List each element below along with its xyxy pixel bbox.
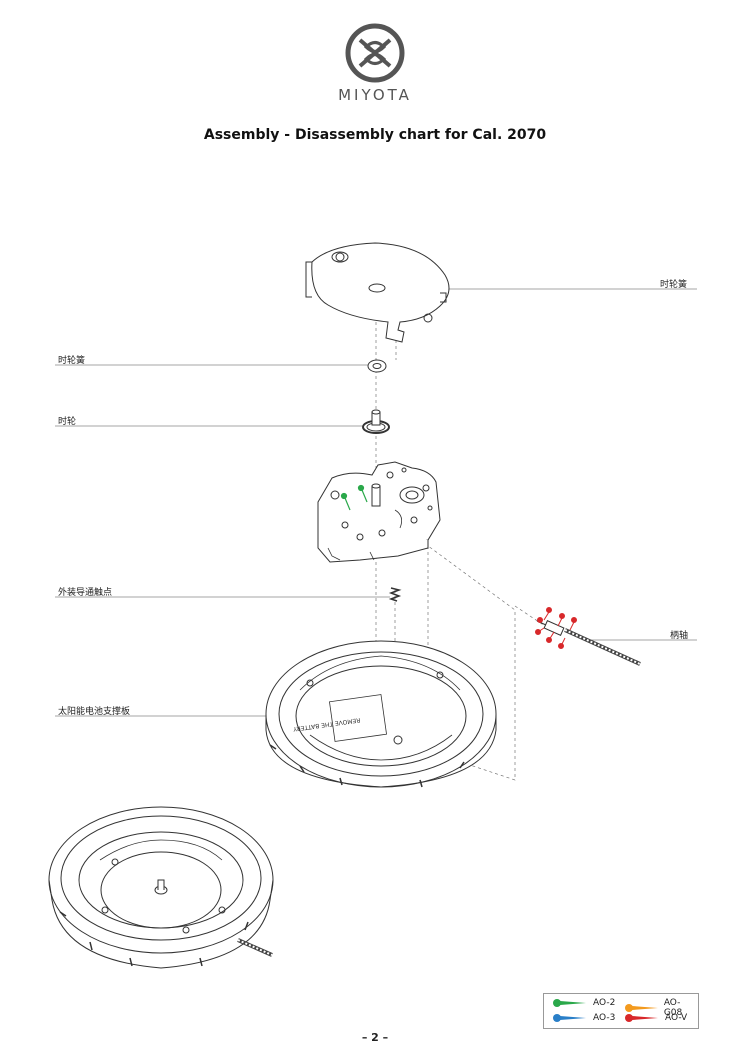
label-solar-support: 太阳能电池支撑板 — [58, 707, 131, 717]
assembled-view — [48, 806, 274, 969]
label-contact-spring: 外装导通触点 — [58, 588, 113, 598]
page-title: Assembly - Disassembly chart for Cal. 20… — [203, 127, 547, 143]
movement-module — [317, 461, 441, 563]
label-hour-wheel-spring-plate: 时轮簧 — [660, 280, 688, 290]
solar-cell-support-ring: REMOVE THE BATTERY — [265, 640, 497, 788]
hour-wheel-spring — [367, 359, 387, 373]
oil-drop-icon — [625, 1004, 658, 1012]
legend-item: AO-G08 — [624, 998, 698, 1018]
brand-name: MIYOTA — [338, 86, 412, 104]
miyota-logo — [345, 23, 405, 83]
oil-drop-icon — [553, 999, 586, 1007]
label-hour-wheel: 时轮 — [58, 417, 77, 427]
oil-drop-icon — [625, 1014, 658, 1022]
legend-item: AO-V — [624, 1013, 687, 1023]
oil-drop-icon — [553, 1014, 586, 1022]
hour-wheel-spring-plate — [305, 242, 450, 343]
legend-label: AO-V — [665, 1013, 688, 1023]
label-hour-wheel-spring: 时轮簧 — [58, 356, 86, 366]
ao-2-oil-markers — [340, 484, 368, 511]
oil-legend: AO-2 AO-G08 AO-3 AO-V — [543, 993, 699, 1029]
legend-label: AO-3 — [593, 1013, 616, 1023]
legend-item: AO-2 — [552, 998, 615, 1008]
ao-v-oil-markers — [535, 607, 577, 649]
label-winding-stem: 柄轴 — [670, 631, 689, 641]
contact-spring — [388, 587, 402, 602]
legend-label: AO-G08 — [663, 998, 683, 1018]
legend-item: AO-3 — [552, 1013, 615, 1023]
winding-stem — [536, 620, 641, 666]
legend-label: AO-2 — [593, 998, 616, 1008]
hour-wheel — [362, 409, 390, 434]
page-number: – 2 – — [361, 1031, 389, 1044]
